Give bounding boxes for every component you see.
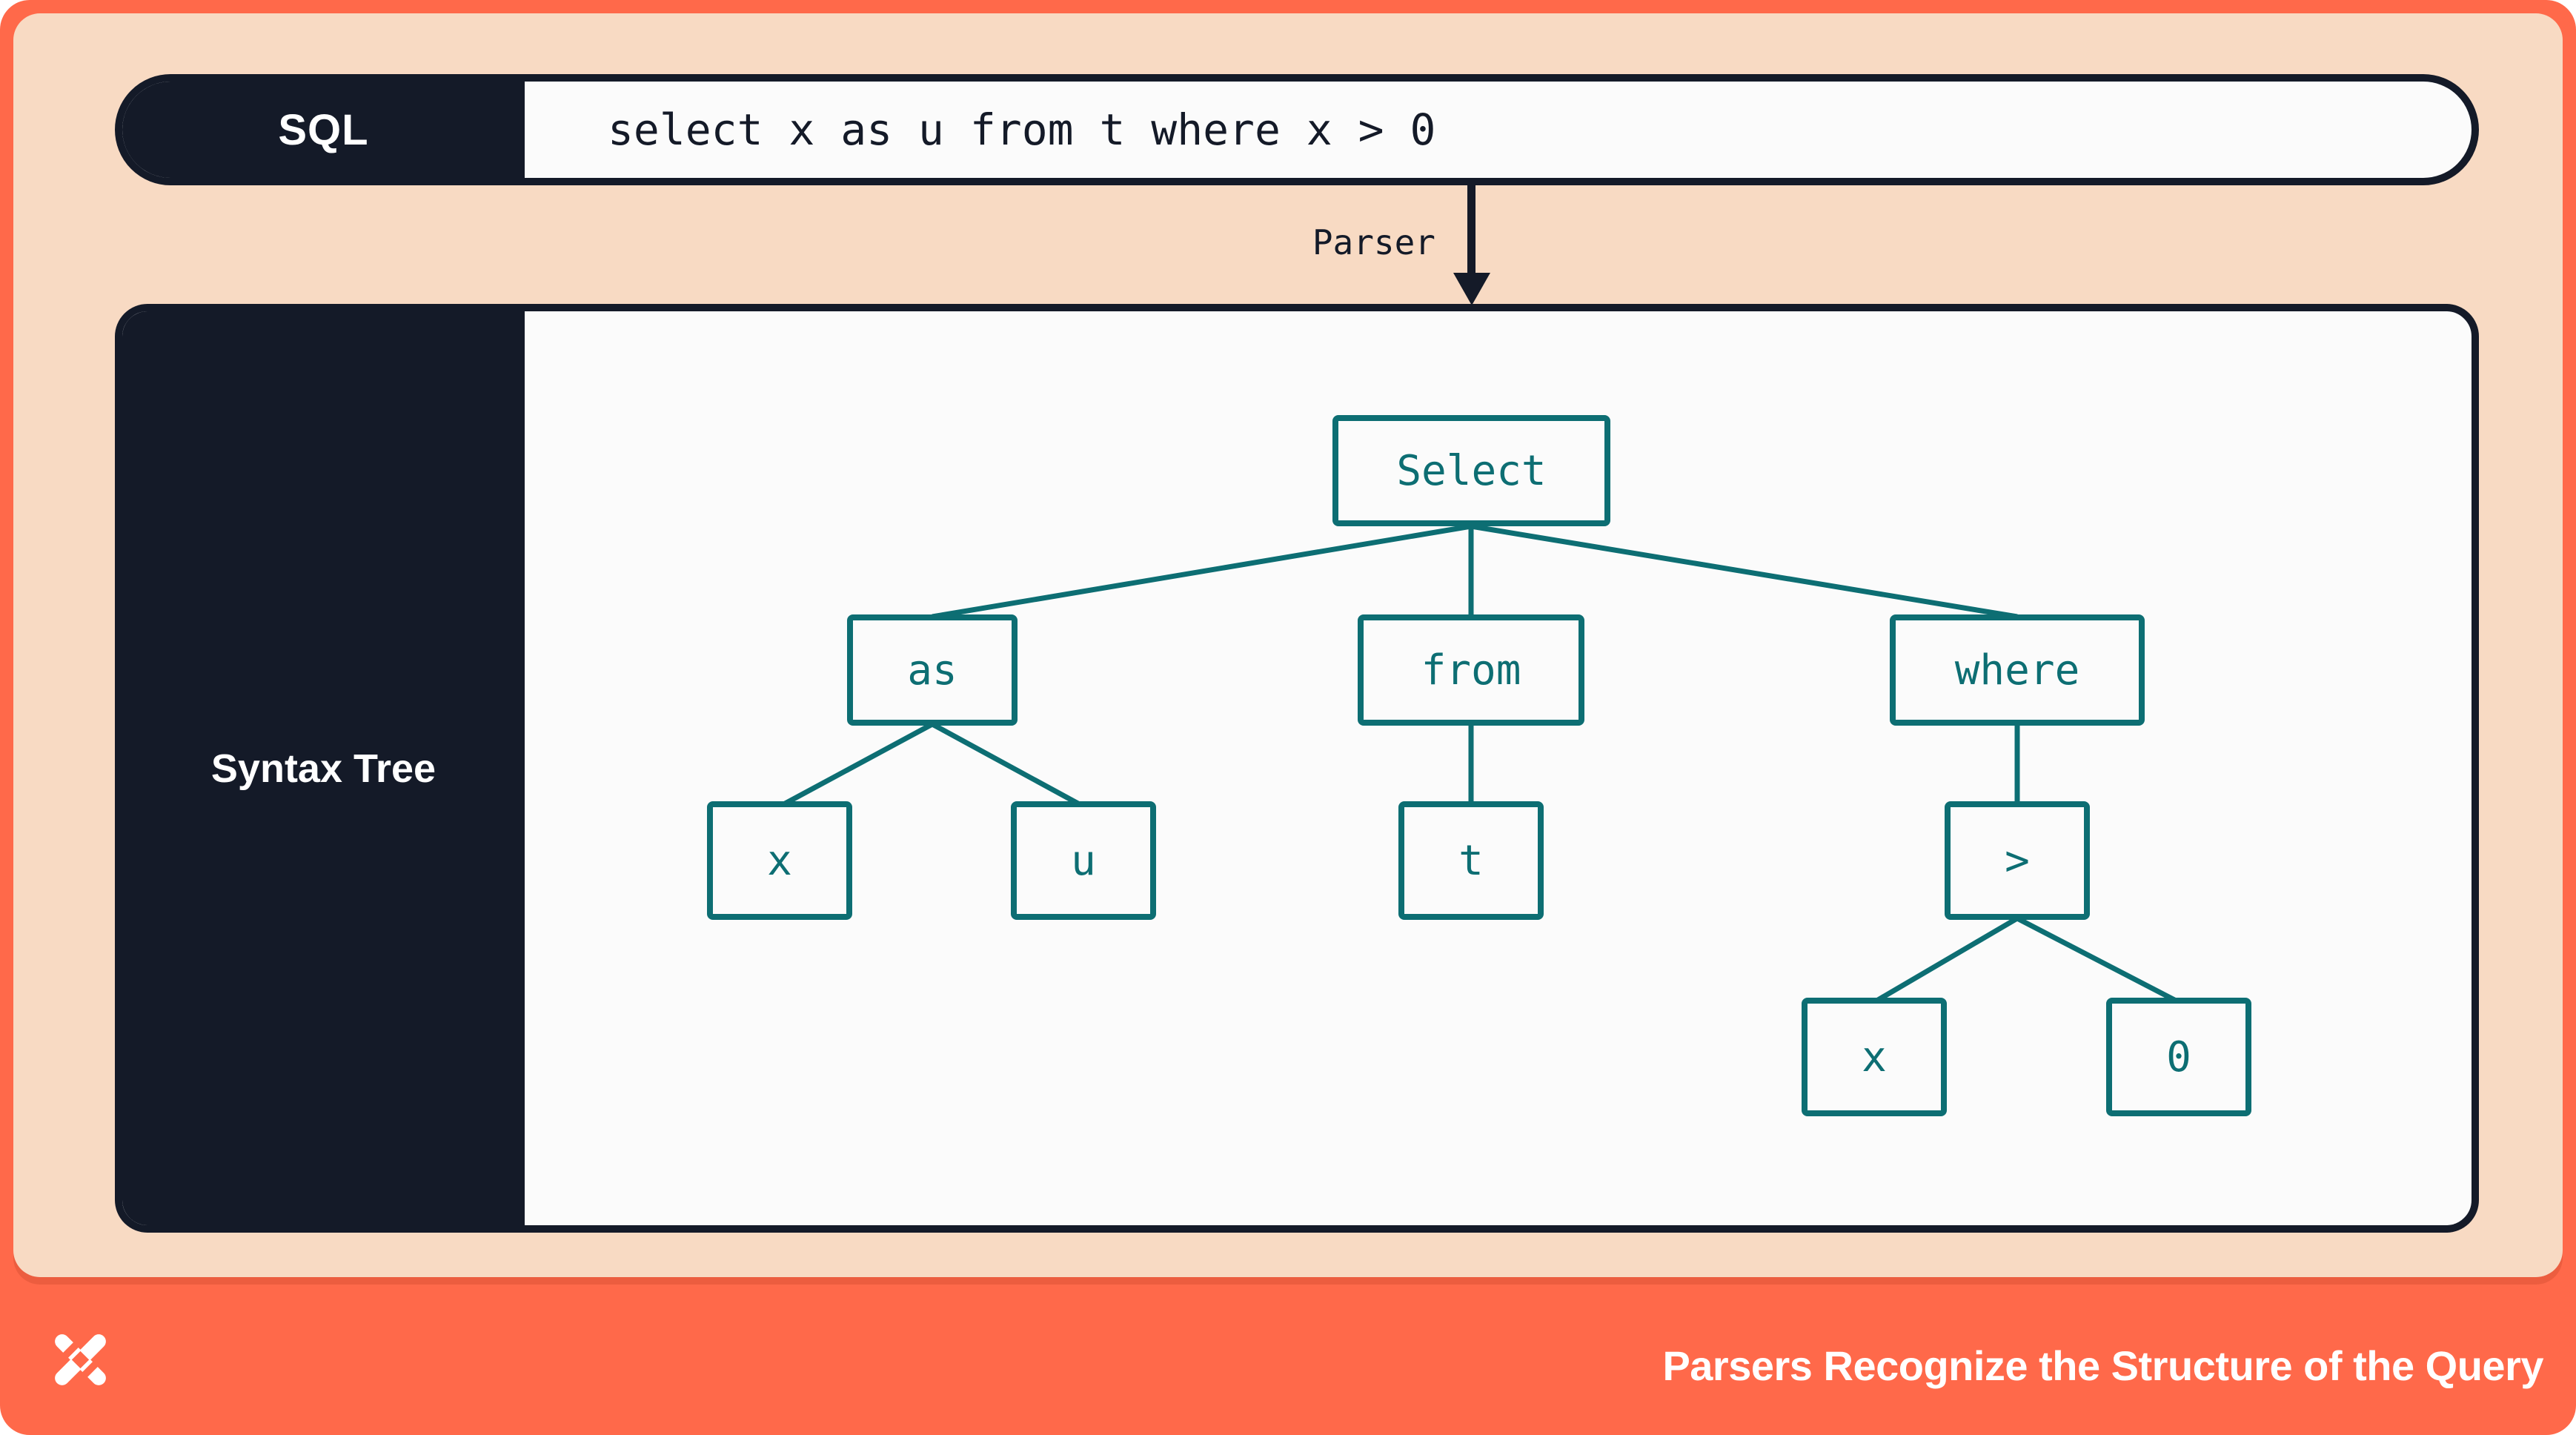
syntax-tree-side-panel: Syntax Tree bbox=[122, 311, 525, 1225]
tree-node-where: where bbox=[1890, 614, 2145, 726]
syntax-tree-label: Syntax Tree bbox=[210, 746, 436, 791]
dbt-logo-icon bbox=[55, 1334, 106, 1385]
footer-title: Parsers Recognize the Structure of the Q… bbox=[1662, 1342, 2543, 1389]
parser-arrow-down-icon bbox=[1453, 273, 1490, 305]
tree-node-x-column: x bbox=[707, 801, 852, 920]
tree-node-gt: > bbox=[1945, 801, 2090, 920]
tree-node-x-operand: x bbox=[1802, 998, 1947, 1116]
tree-node-select: Select bbox=[1332, 415, 1610, 526]
tree-node-t-table: t bbox=[1398, 801, 1544, 920]
sql-query-text: select x as u from t where x > 0 bbox=[608, 105, 1436, 155]
sql-bar: SQL select x as u from t where x > 0 bbox=[115, 74, 2479, 185]
tree-node-zero: 0 bbox=[2106, 998, 2251, 1116]
tree-node-as: as bbox=[847, 614, 1018, 726]
syntax-tree-box: Syntax Tree bbox=[115, 304, 2479, 1233]
parser-arrow-line bbox=[1467, 185, 1475, 276]
parser-label: Parser bbox=[1312, 222, 1435, 262]
sql-bar-label: SQL bbox=[122, 82, 525, 178]
tree-node-from: from bbox=[1358, 614, 1584, 726]
footer-bar: Parsers Recognize the Structure of the Q… bbox=[0, 1277, 2576, 1435]
tree-node-u-alias: u bbox=[1011, 801, 1156, 920]
